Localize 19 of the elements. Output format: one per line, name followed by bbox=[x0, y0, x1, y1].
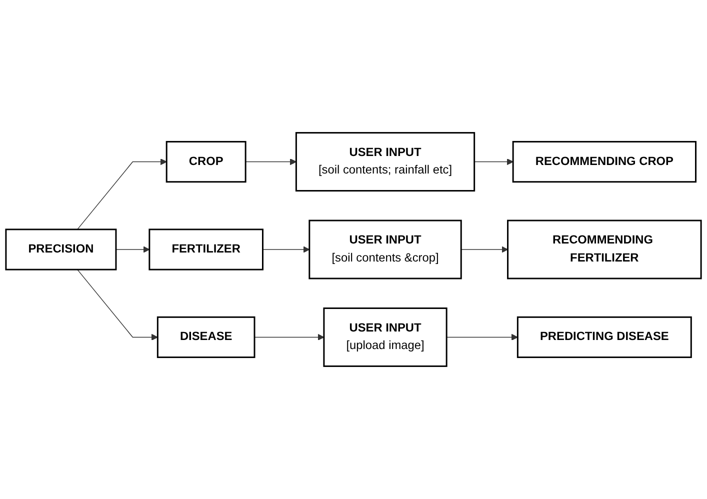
node-box: USER INPUT [soil contents; rainfall etc] bbox=[295, 132, 476, 192]
arrow bbox=[254, 334, 324, 340]
node-box: PRECISION bbox=[5, 228, 117, 270]
arrow bbox=[474, 158, 514, 166]
node-box: USER INPUT [upload image] bbox=[323, 307, 448, 367]
node-box: USER INPUT [soil contents &crop] bbox=[308, 220, 462, 280]
arrow bbox=[116, 246, 150, 253]
node-box: RECOMMENDING CROP bbox=[512, 140, 697, 183]
arrow bbox=[245, 158, 296, 166]
arrow bbox=[77, 158, 167, 230]
node-box: DISEASE bbox=[156, 316, 256, 358]
node-box: CROP bbox=[166, 140, 246, 183]
node-box: FERTILIZER bbox=[148, 228, 264, 270]
arrow bbox=[262, 246, 310, 253]
arrow bbox=[446, 334, 518, 340]
node-box: RECOMMENDING FERTILIZER bbox=[507, 220, 702, 280]
arrow bbox=[460, 246, 508, 253]
arrow bbox=[77, 269, 158, 340]
node-box: PREDICTING DISEASE bbox=[516, 316, 692, 358]
